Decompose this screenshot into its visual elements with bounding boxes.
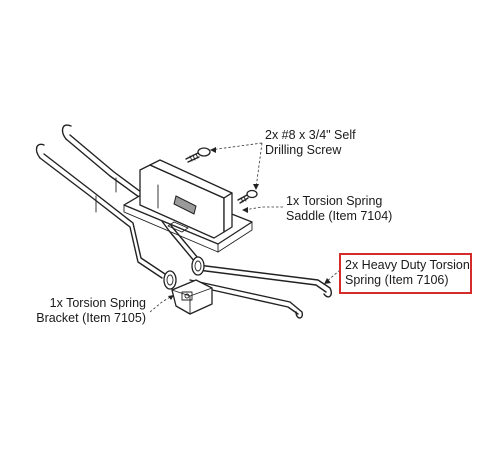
screw-lower bbox=[237, 189, 258, 204]
callout-saddle: 1x Torsion Spring Saddle (Item 7104) bbox=[286, 194, 392, 224]
leader-screw-upper bbox=[209, 142, 263, 151]
torsion-spring-saddle bbox=[123, 159, 253, 253]
callout-bracket-line1: 1x Torsion Spring bbox=[49, 296, 146, 310]
spring-arm-left-outer bbox=[35, 143, 166, 279]
callout-screw-line2: Drilling Screw bbox=[265, 143, 342, 157]
arrow-spring bbox=[324, 278, 331, 284]
heavy-duty-torsion-spring-upper bbox=[197, 264, 333, 298]
callout-spring: 2x Heavy Duty Torsion Spring (Item 7106) bbox=[345, 258, 470, 288]
callout-screw-line1: 2x #8 x 3/4" Self bbox=[265, 128, 356, 142]
callout-saddle-line2: Saddle (Item 7104) bbox=[286, 209, 393, 223]
callout-bracket-line2: Bracket (Item 7105) bbox=[36, 311, 146, 325]
arrow-screw-lower bbox=[253, 184, 259, 190]
spring-coil-right bbox=[191, 256, 205, 276]
highlight-box bbox=[339, 253, 472, 294]
torsion-spring-bracket bbox=[171, 279, 213, 315]
callout-spring-line2: Spring (Item 7106) bbox=[345, 273, 449, 287]
callout-spring-line1: 2x Heavy Duty Torsion bbox=[345, 258, 470, 272]
leader-screw-lower bbox=[255, 142, 263, 189]
leader-saddle bbox=[243, 206, 283, 211]
spring-coil-left bbox=[163, 270, 177, 290]
callout-saddle-line1: 1x Torsion Spring bbox=[286, 194, 383, 208]
arrow-bracket bbox=[168, 295, 174, 300]
leader-bracket bbox=[149, 295, 173, 313]
callout-bracket: 1x Torsion Spring Bracket (Item 7105) bbox=[28, 296, 146, 326]
callout-screw: 2x #8 x 3/4" Self Drilling Screw bbox=[265, 128, 356, 158]
arrow-screw-upper bbox=[210, 147, 216, 153]
heavy-duty-torsion-spring-lower bbox=[189, 279, 304, 319]
arrow-saddle bbox=[242, 207, 248, 213]
screw-upper bbox=[185, 147, 211, 163]
